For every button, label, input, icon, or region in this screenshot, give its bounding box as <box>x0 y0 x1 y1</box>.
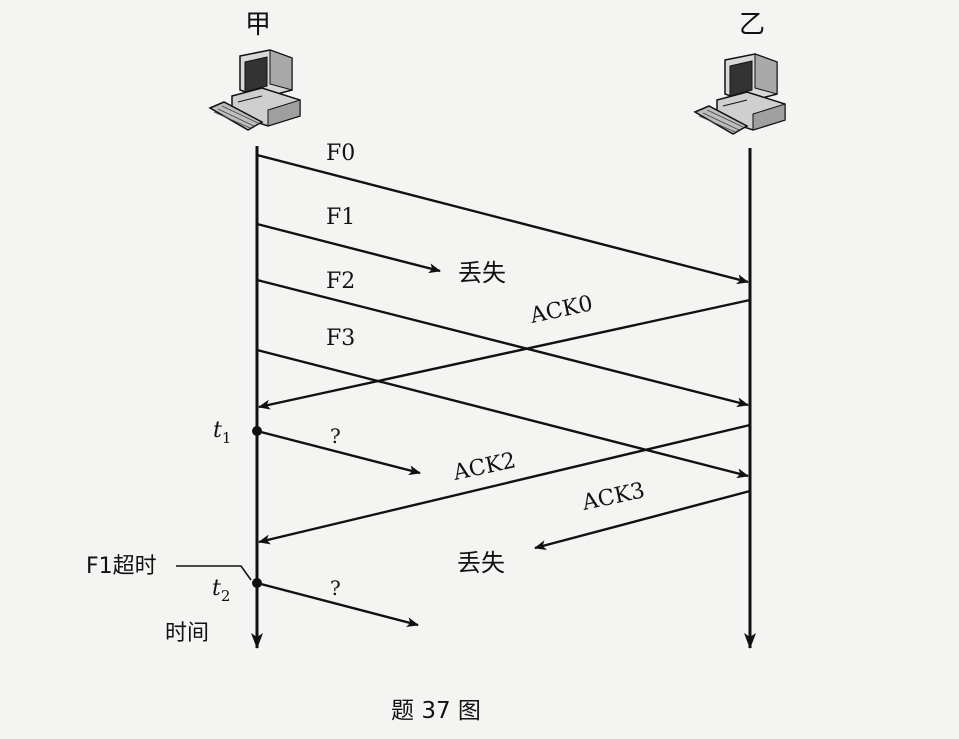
ack0-label: ACK0 <box>527 291 595 329</box>
frame-f3-label: F3 <box>326 326 355 351</box>
figure-caption: 题 37 图 <box>391 698 481 724</box>
frame-f1-arrow <box>256 222 441 274</box>
sender-label: 甲 <box>245 10 271 40</box>
computer-icon <box>209 49 301 131</box>
ack2-label: ACK2 <box>450 448 518 486</box>
t2-label: t2 <box>212 576 230 605</box>
frame-f0-arrow <box>256 153 749 285</box>
frame-f2-label: F2 <box>326 269 355 294</box>
t2-retransmit-arrow <box>256 581 419 628</box>
t1-retransmit-arrow <box>256 429 421 476</box>
timeout-leader-line <box>176 565 252 581</box>
f1-timeout-label: F1超时 <box>86 554 157 579</box>
f1-lost-label: 丢失 <box>458 259 506 287</box>
ack3-arrow <box>534 489 751 551</box>
frame-f0-label: F0 <box>326 141 355 166</box>
ack3-lost-label: 丢失 <box>457 549 505 577</box>
receiver-label: 乙 <box>739 10 765 40</box>
frame-f1-label: F1 <box>326 205 355 230</box>
t2-unknown-label: ? <box>330 576 341 600</box>
ack0-arrow <box>258 298 751 410</box>
ack3-label: ACK3 <box>579 478 647 516</box>
ack2-arrow <box>258 423 751 545</box>
t1-unknown-label: ? <box>330 424 341 448</box>
frame-f2-arrow <box>256 278 749 408</box>
frame-f3-arrow <box>256 348 749 479</box>
time-axis-label: 时间 <box>165 621 209 646</box>
computer-icon <box>694 53 786 135</box>
t1-label: t1 <box>213 418 231 447</box>
